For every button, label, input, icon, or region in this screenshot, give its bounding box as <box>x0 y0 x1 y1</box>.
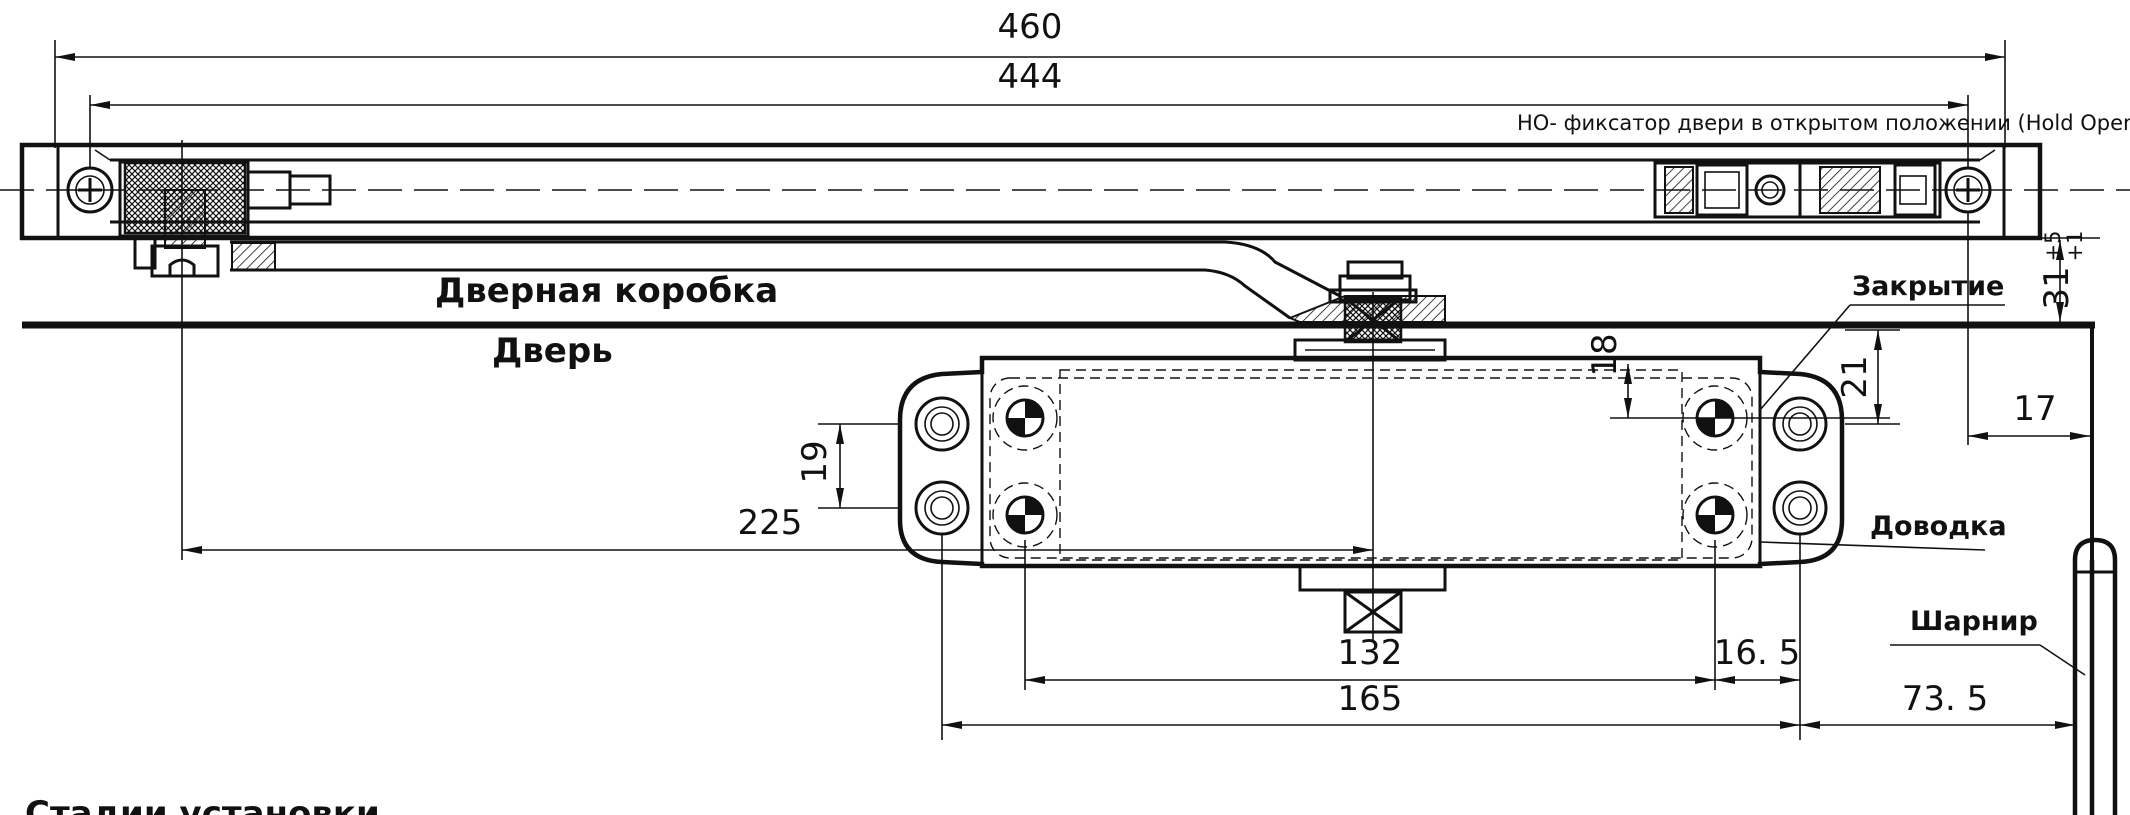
closing-label: Закрытие <box>1852 271 2004 302</box>
slide-channel <box>0 142 2130 241</box>
door-line <box>22 321 2095 560</box>
dim-17: 17 <box>2013 389 2056 429</box>
dim-73-5: 73. 5 <box>1902 679 1989 719</box>
dim-165: 165 <box>1338 679 1403 719</box>
adjust-screw-icon <box>992 482 1058 548</box>
adjust-screw-icon <box>992 385 1058 451</box>
adjust-screw-icon <box>1682 482 1748 548</box>
dim-225: 225 <box>738 503 803 543</box>
mount-hole-icon <box>914 480 970 536</box>
hold-open-mechanism <box>1653 161 1942 219</box>
mount-hole-icon <box>1772 480 1828 536</box>
latching-label: Доводка <box>1870 511 2007 542</box>
dim-444: 444 <box>998 57 1063 97</box>
closer-body <box>897 288 1845 640</box>
hinge-icon <box>2072 537 2118 815</box>
dim-31-tol-upper: +5 <box>2041 231 2065 262</box>
dim-31-tol-lower: +1 <box>2063 231 2087 262</box>
slider-block <box>118 140 332 278</box>
mount-hole-icon <box>1772 396 1828 452</box>
dim-18: 18 <box>1585 333 1625 376</box>
dim-16-5: 16. 5 <box>1714 633 1801 673</box>
door-frame-label: Дверная коробка <box>435 271 778 311</box>
mount-hole-icon <box>914 396 970 452</box>
door-label: Дверь <box>492 331 613 371</box>
dimension-lines <box>54 40 2100 740</box>
dim-31: 31 <box>2037 266 2077 309</box>
dim-460: 460 <box>998 7 1063 47</box>
section-heading: Стадии установки <box>25 794 380 815</box>
hinge-label: Шарнир <box>1910 606 2038 637</box>
dim-19: 19 <box>795 440 835 483</box>
closer-arm <box>230 240 1446 323</box>
dim-21: 21 <box>1835 355 1875 398</box>
dim-132: 132 <box>1338 633 1403 673</box>
hold-open-note: НО- фиксатор двери в открытом положении … <box>1517 111 2130 135</box>
